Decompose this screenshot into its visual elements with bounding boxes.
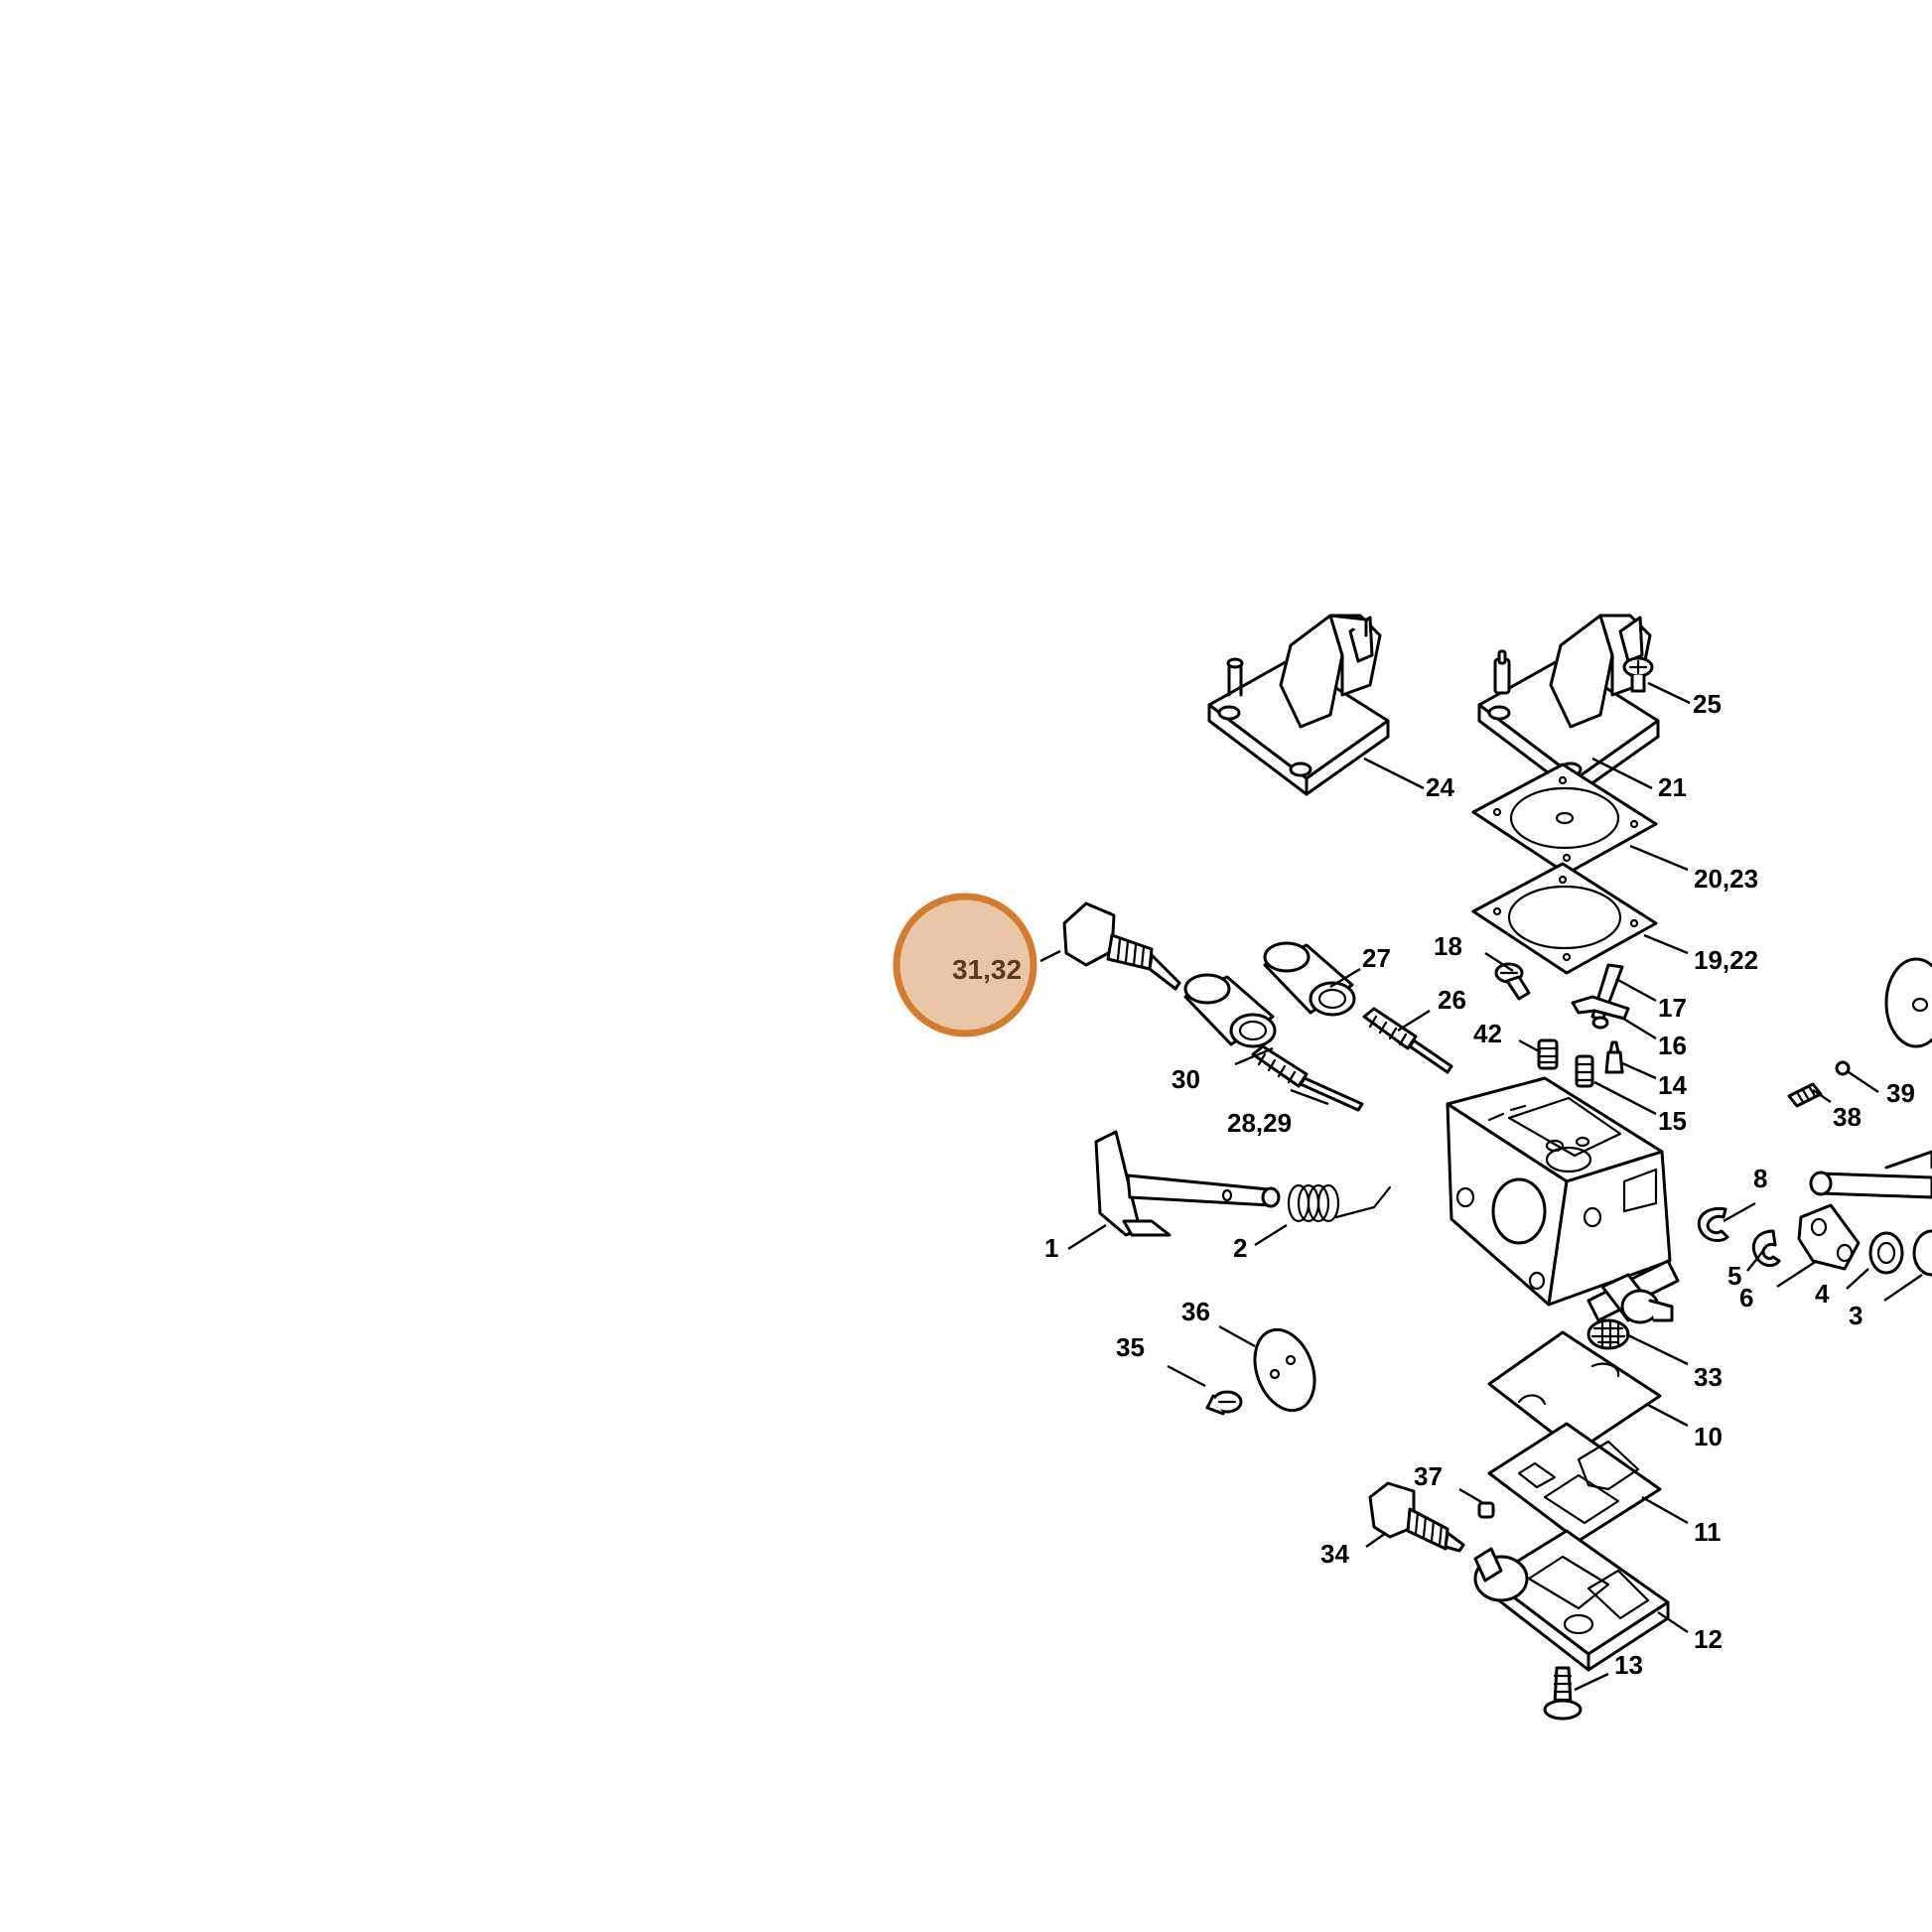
part-20-23-diaphragm bbox=[1471, 762, 1658, 876]
callout-14[interactable]: 14 bbox=[1658, 1070, 1687, 1100]
part-25-screw bbox=[1622, 656, 1654, 693]
part-6-lever bbox=[1797, 1203, 1861, 1271]
callout-2[interactable]: 2 bbox=[1233, 1233, 1247, 1263]
callout-12[interactable]: 12 bbox=[1694, 1624, 1723, 1654]
part-5-clip bbox=[1751, 1229, 1781, 1268]
callout-24[interactable]: 24 bbox=[1426, 772, 1454, 802]
callout-20-23[interactable]: 20,23 bbox=[1694, 864, 1758, 894]
part-11-gasket bbox=[1487, 1422, 1662, 1543]
part-10-diaphragm bbox=[1487, 1330, 1662, 1453]
callout-15[interactable]: 15 bbox=[1658, 1106, 1687, 1136]
part-26-needle bbox=[1362, 1007, 1453, 1074]
part-choke-shaft-partial bbox=[1809, 1150, 1932, 1199]
callout-38[interactable]: 38 bbox=[1833, 1102, 1862, 1132]
part-13-screw bbox=[1543, 1666, 1583, 1721]
callout-35[interactable]: 35 bbox=[1116, 1332, 1145, 1362]
carburetor-body bbox=[1446, 1076, 1680, 1324]
callout-6[interactable]: 6 bbox=[1739, 1283, 1753, 1312]
part-1-throttle-shaft bbox=[1094, 1130, 1281, 1237]
callout-33[interactable]: 33 bbox=[1694, 1362, 1723, 1392]
callout-labels: 25 24 21 20,23 19,22 18 17 16 14 15 42 2… bbox=[1044, 689, 1915, 1680]
leader-lines bbox=[1039, 681, 1923, 1692]
callout-16[interactable]: 16 bbox=[1658, 1031, 1687, 1060]
callout-39[interactable]: 39 bbox=[1886, 1078, 1915, 1108]
part-4-washer bbox=[1868, 1231, 1904, 1275]
part-19-22-gasket bbox=[1471, 862, 1658, 975]
callout-11[interactable]: 11 bbox=[1694, 1517, 1722, 1547]
part-37-plug bbox=[1477, 1501, 1495, 1519]
part-2-spring bbox=[1287, 1183, 1392, 1223]
highlight-label: 31,32 bbox=[952, 954, 1022, 985]
callout-26[interactable]: 26 bbox=[1438, 985, 1466, 1015]
part-18-screw bbox=[1494, 962, 1531, 1001]
callout-28-29[interactable]: 28,29 bbox=[1227, 1108, 1292, 1138]
callout-27[interactable]: 27 bbox=[1362, 943, 1391, 973]
callout-21[interactable]: 21 bbox=[1658, 772, 1687, 802]
part-38-spring bbox=[1787, 1082, 1823, 1108]
part-28-29-needle bbox=[1251, 1044, 1364, 1112]
part-3-partial bbox=[1912, 1229, 1932, 1277]
callout-10[interactable]: 10 bbox=[1694, 1422, 1723, 1451]
callout-13[interactable]: 13 bbox=[1614, 1650, 1643, 1680]
part-14-inlet-needle bbox=[1604, 1040, 1624, 1074]
callout-37[interactable]: 37 bbox=[1414, 1461, 1443, 1491]
part-33-strainer bbox=[1587, 1318, 1630, 1350]
callout-34[interactable]: 34 bbox=[1320, 1539, 1349, 1569]
callout-18[interactable]: 18 bbox=[1434, 931, 1462, 961]
part-35-screw bbox=[1205, 1390, 1243, 1416]
part-12-pump-cover bbox=[1473, 1529, 1670, 1672]
part-42-spring bbox=[1537, 1038, 1559, 1070]
callout-3[interactable]: 3 bbox=[1849, 1301, 1863, 1330]
part-39-ball bbox=[1835, 1060, 1851, 1076]
part-16-lever bbox=[1571, 995, 1630, 1030]
callout-19-22[interactable]: 19,22 bbox=[1694, 945, 1758, 975]
part-31-32-adjusting-screw bbox=[1062, 901, 1181, 991]
callout-36[interactable]: 36 bbox=[1181, 1297, 1210, 1326]
part-30-sleeve bbox=[1183, 973, 1277, 1048]
part-27-sleeve bbox=[1263, 941, 1356, 1017]
part-choke-plate-partial bbox=[1884, 957, 1932, 1048]
part-36-throttle-plate bbox=[1253, 1327, 1316, 1413]
part-24-manifold bbox=[1207, 614, 1390, 796]
callout-8[interactable]: 8 bbox=[1753, 1164, 1767, 1193]
highlight-marker-31-32[interactable]: 31,32 bbox=[893, 893, 1037, 1037]
highlight-circle[interactable] bbox=[893, 893, 1037, 1037]
callout-42[interactable]: 42 bbox=[1473, 1019, 1502, 1048]
callout-30[interactable]: 30 bbox=[1172, 1064, 1200, 1094]
part-34-screw bbox=[1368, 1481, 1465, 1553]
callout-5[interactable]: 5 bbox=[1727, 1261, 1741, 1291]
callout-1[interactable]: 1 bbox=[1044, 1233, 1058, 1263]
part-8-clip bbox=[1697, 1206, 1729, 1242]
callout-25[interactable]: 25 bbox=[1693, 689, 1722, 719]
callout-4[interactable]: 4 bbox=[1815, 1279, 1830, 1309]
part-15-spring bbox=[1575, 1054, 1594, 1088]
callout-17[interactable]: 17 bbox=[1658, 993, 1687, 1023]
